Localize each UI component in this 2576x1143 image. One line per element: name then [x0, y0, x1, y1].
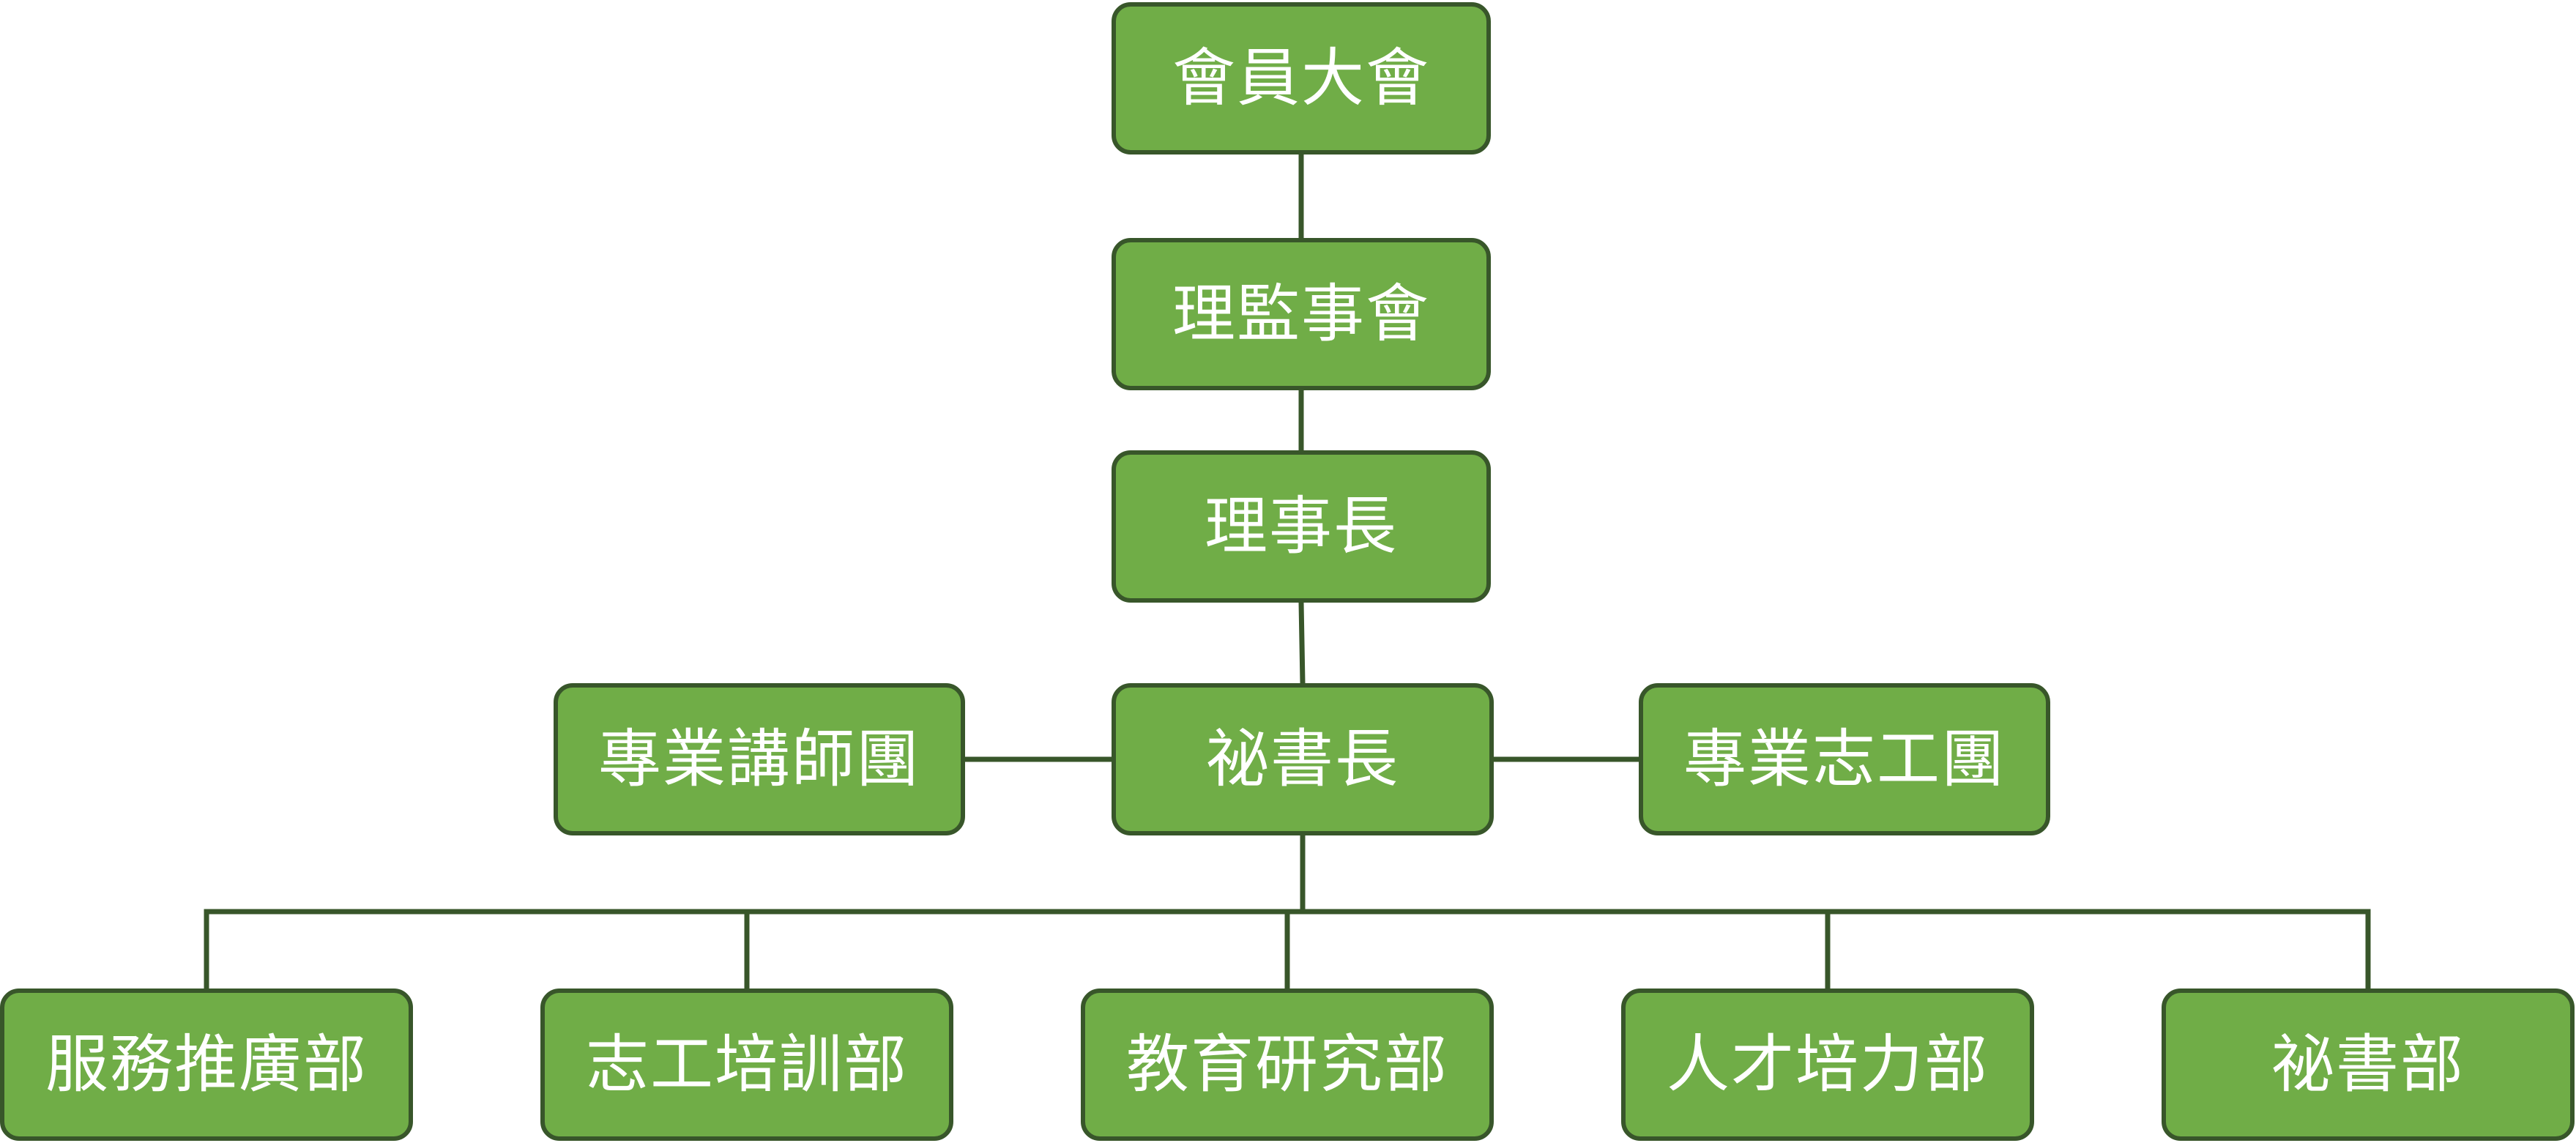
node-education-research-dept: 教育研究部 — [1081, 989, 1494, 1141]
node-secretariat-dept: 祕書部 — [2162, 989, 2575, 1141]
node-label: 祕書長 — [1206, 723, 1399, 796]
node-lecturer-team: 專業講師團 — [554, 683, 965, 835]
node-label: 志工培訓部 — [586, 1028, 908, 1101]
node-label: 理監事會 — [1172, 278, 1430, 351]
node-label: 專業講師團 — [598, 723, 920, 796]
node-talent-development-dept: 人才培力部 — [1621, 989, 2034, 1141]
node-volunteer-training-dept: 志工培訓部 — [540, 989, 953, 1141]
node-label: 人才培力部 — [1667, 1028, 1989, 1101]
node-label: 服務推廣部 — [45, 1028, 368, 1101]
connector-chairman-secretary — [1298, 600, 1306, 686]
node-secretary-general: 祕書長 — [1112, 683, 1494, 835]
node-label: 教育研究部 — [1126, 1028, 1448, 1101]
node-label: 專業志工團 — [1683, 723, 2006, 796]
node-label: 會員大會 — [1172, 42, 1430, 115]
node-label: 理事長 — [1205, 490, 1398, 563]
node-label: 祕書部 — [2271, 1028, 2465, 1101]
node-board-of-directors: 理監事會 — [1112, 238, 1491, 390]
node-general-assembly: 會員大會 — [1112, 2, 1491, 154]
node-service-promotion-dept: 服務推廣部 — [0, 989, 413, 1141]
node-chairman: 理事長 — [1112, 450, 1491, 603]
node-volunteer-team: 專業志工團 — [1639, 683, 2050, 835]
